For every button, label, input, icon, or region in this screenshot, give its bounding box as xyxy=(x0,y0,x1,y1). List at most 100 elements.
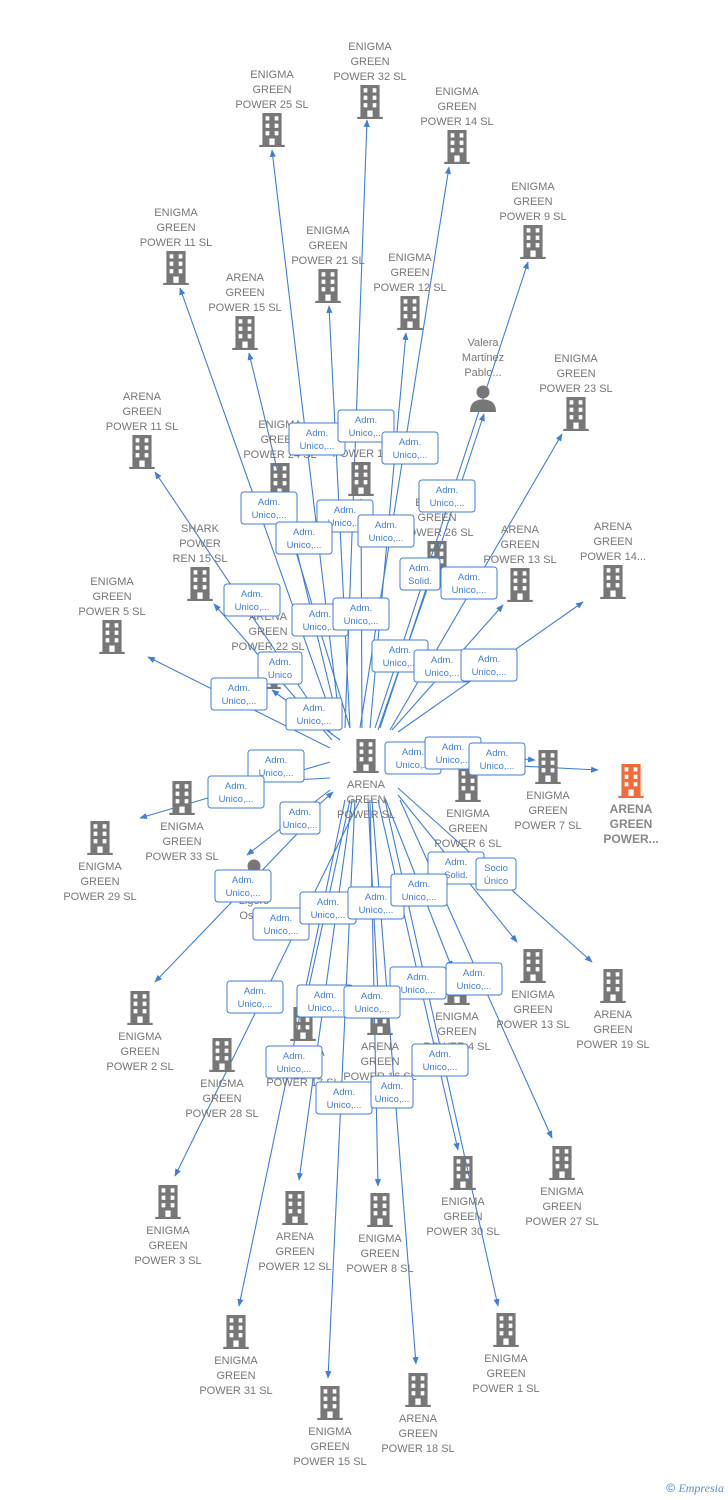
relation-label-box xyxy=(475,857,517,891)
relation-label-text: Unico,... xyxy=(480,761,515,772)
relation-label[interactable]: Adm.Unico,... xyxy=(370,1075,414,1109)
relation-label-text: Unico,... xyxy=(344,616,379,627)
relation-label[interactable]: Adm.Unico,... xyxy=(275,521,333,555)
relation-label[interactable]: Adm.Unico xyxy=(257,651,303,685)
node-label: ARENA xyxy=(501,524,540,536)
relation-label[interactable]: Adm.Unico,... xyxy=(418,479,476,513)
relation-label[interactable]: Adm.Unico,... xyxy=(214,869,272,903)
relation-label-text: Unico,... xyxy=(472,667,507,678)
node-label: ENIGMA xyxy=(554,353,598,365)
node-label: ARENA xyxy=(594,1009,633,1021)
relation-label[interactable]: Adm.Unico,... xyxy=(223,583,281,617)
relation-label[interactable]: Adm.Unico,... xyxy=(265,1045,323,1079)
relation-label-text: Unico,... xyxy=(436,755,471,766)
building-icon xyxy=(163,251,189,285)
relation-label-text: Unico,... xyxy=(423,1062,458,1073)
node-label: POWER 15 SL xyxy=(208,302,281,314)
node-label: ENIGMA xyxy=(118,1031,162,1043)
relation-label[interactable]: Adm.Unico,... xyxy=(332,597,390,631)
relation-label[interactable]: Adm.Unico,... xyxy=(411,1043,469,1077)
node-label: GREEN xyxy=(162,836,201,848)
footer-brand[interactable]: © Empresia xyxy=(666,1481,724,1496)
relation-label[interactable]: Adm.Unico,... xyxy=(381,431,439,465)
relation-label[interactable]: Adm.Unico,... xyxy=(468,742,526,776)
person-node[interactable]: ValeraMartinezPablo... xyxy=(462,337,504,412)
relation-label[interactable]: Adm.Unico,... xyxy=(389,966,447,1000)
relation-label-box xyxy=(247,749,305,783)
relation-label[interactable]: Adm.Unico,... xyxy=(413,649,471,683)
relation-label[interactable]: Adm.Unico,... xyxy=(299,891,357,925)
relation-label[interactable]: Adm.Unico,... xyxy=(357,514,415,548)
node-label: POWER 14 SL xyxy=(420,116,493,128)
relation-label-box xyxy=(381,431,439,465)
relation-label[interactable]: Adm.Unico,... xyxy=(207,775,265,809)
relation-label-box xyxy=(468,742,526,776)
relation-label-text: Unico,... xyxy=(457,981,492,992)
relation-label[interactable]: Adm.Unico,... xyxy=(347,886,405,920)
node-label: POWER 12 SL xyxy=(373,282,446,294)
building-icon xyxy=(129,435,155,469)
relation-label[interactable]: Adm.Unico,... xyxy=(288,422,346,456)
relation-label[interactable]: Adm.Solid. xyxy=(399,557,441,591)
relation-label[interactable]: Adm.Unico,... xyxy=(445,962,503,996)
node-label: GREEN xyxy=(92,591,131,603)
node-label: POWER 28 SL xyxy=(185,1108,258,1120)
relation-label[interactable]: Adm.Unico,... xyxy=(210,677,268,711)
relation-label[interactable]: Adm.Unico,... xyxy=(296,984,354,1018)
relation-label-text: Unico,... xyxy=(222,696,257,707)
relation-label-text: Adm. xyxy=(333,1087,355,1098)
relation-label[interactable]: Adm.Unico,... xyxy=(337,409,395,443)
relation-label[interactable]: Adm.Unico,... xyxy=(247,749,305,783)
node-label: GREEN xyxy=(346,794,385,806)
relation-label-text: Unico,... xyxy=(425,668,460,679)
relation-label-text: Unico,... xyxy=(252,510,287,521)
relation-label[interactable]: Adm.Unico,... xyxy=(440,566,498,600)
relation-label[interactable]: Adm.Unico,... xyxy=(460,648,518,682)
relation-label[interactable]: Adm.Unico,... xyxy=(226,980,284,1014)
relation-label[interactable]: Adm.Unico,... xyxy=(240,491,298,525)
relation-label[interactable]: Adm.Unico,... xyxy=(343,985,401,1019)
company-node[interactable]: ARENAGREENPOWER... xyxy=(603,764,659,846)
relation-label-text: Adm. xyxy=(458,572,480,583)
relation-label[interactable]: Adm.Unico,... xyxy=(279,801,321,835)
building-icon xyxy=(600,565,626,599)
relation-label[interactable]: Adm.Unico,... xyxy=(390,873,448,907)
node-label: GREEN xyxy=(513,196,552,208)
node-label: POWER 23 SL xyxy=(539,383,612,395)
relation-label[interactable]: Adm.Unico,... xyxy=(315,1081,373,1115)
relation-label[interactable]: Adm.Unico,... xyxy=(285,697,343,731)
